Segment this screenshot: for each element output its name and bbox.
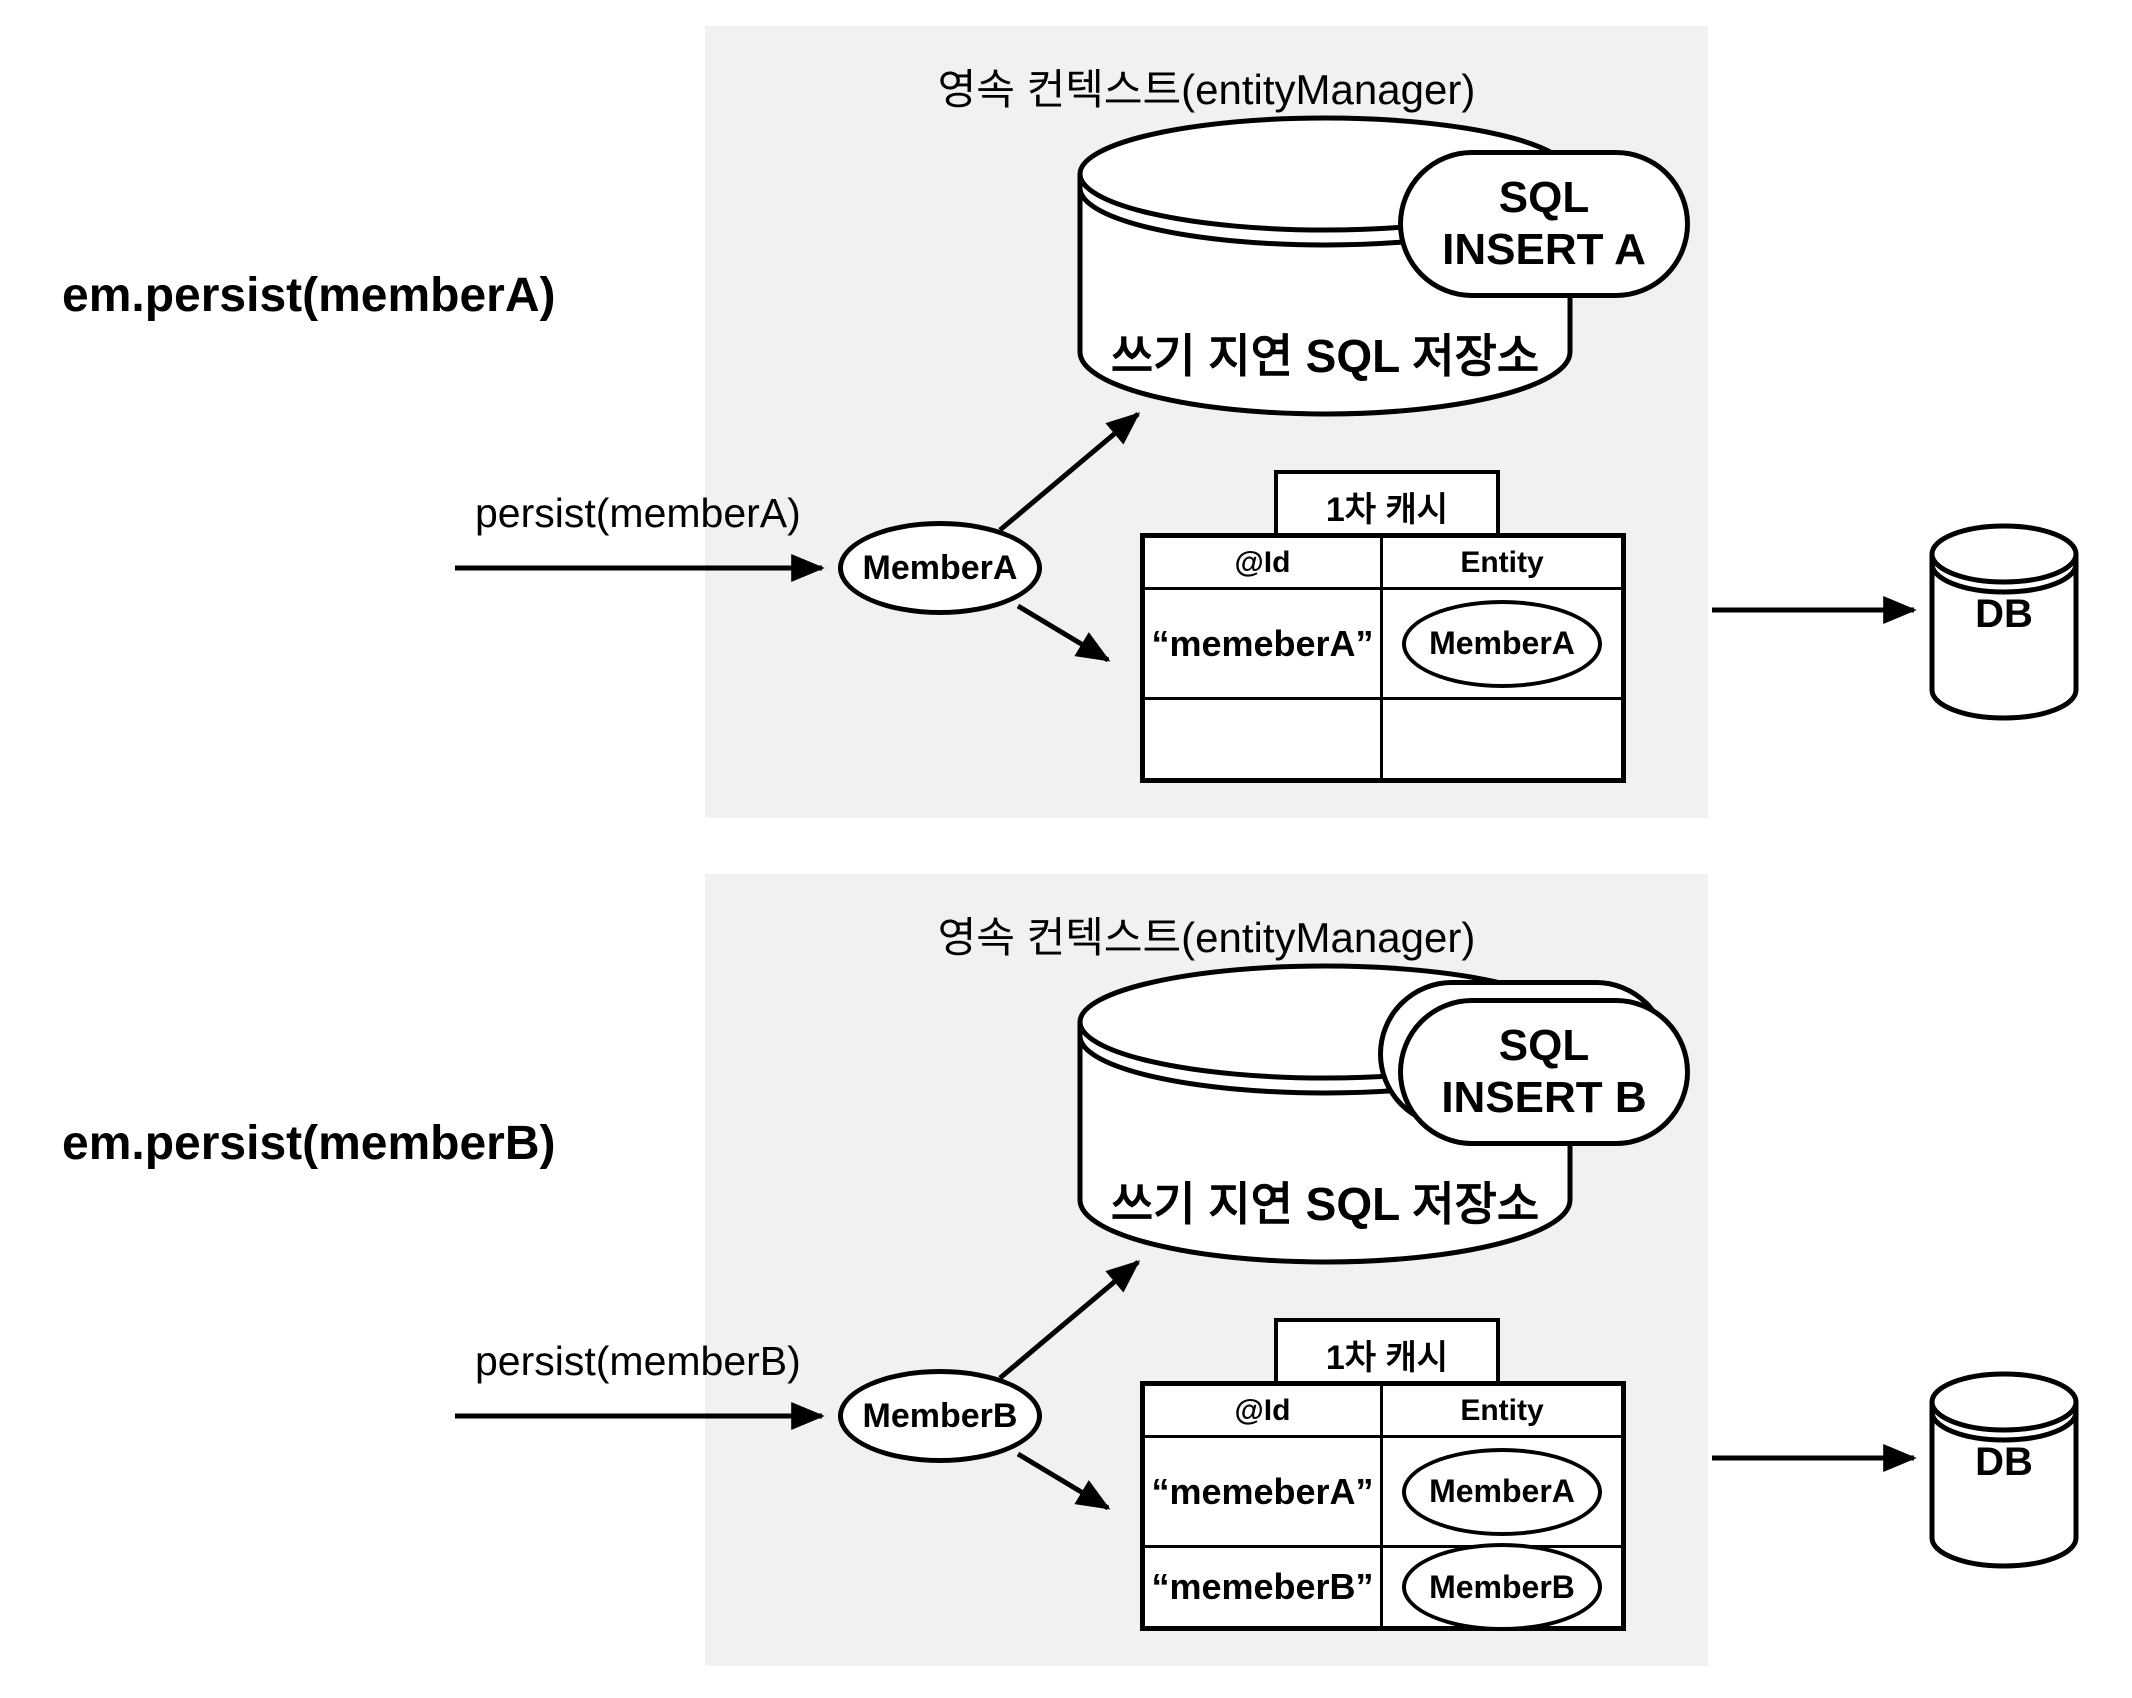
db-cylinder-rim (1929, 1411, 2079, 1443)
first-level-cache-tab: 1차 캐시 (1274, 1318, 1500, 1390)
to-sql-store-arrow (998, 1260, 1141, 1380)
sql-bubble-line2: INSERT A (1442, 225, 1646, 274)
sql-store-label: 쓰기 지연 SQL 저장소 (1110, 330, 1540, 382)
persistence-context-title: 영속 컨텍스트(entityManager) (937, 66, 1476, 113)
entity-ellipse: MemberB (838, 1369, 1042, 1463)
cached-entity-label: MemberA (1429, 1473, 1575, 1509)
db-cylinder-body (1929, 554, 2079, 721)
method-call-label: em.persist(memberA) (62, 269, 556, 322)
to-sql-store-arrow (998, 412, 1141, 532)
db-label: DB (1975, 1440, 2033, 1484)
cache-row2-id (1145, 700, 1383, 778)
persist-arrow-label: persist(memberA) (475, 490, 801, 536)
cached-entity-label: MemberA (1429, 625, 1575, 661)
cache-row2-entity-cell (1383, 700, 1621, 778)
column-header-entity: Entity (1383, 538, 1621, 590)
persist-arrow-label: persist(memberB) (475, 1338, 801, 1384)
cache-row2-id: “memeberB” (1145, 1548, 1383, 1626)
cache-row1-entity-cell: MemberA (1383, 1438, 1621, 1548)
cache-row1-id: “memeberA” (1145, 590, 1383, 700)
method-call-label: em.persist(memberB) (62, 1117, 556, 1170)
sql-insert-bubble: SQL INSERT A (1398, 150, 1690, 298)
sql-bubble-line1: SQL (1498, 173, 1590, 223)
cached-entity-ellipse: MemberA (1402, 1447, 1602, 1536)
entity-ellipse-label: MemberA (862, 548, 1018, 587)
to-first-level-cache-arrow (1016, 603, 1111, 663)
cached-entity-ellipse: MemberB (1402, 1543, 1602, 1631)
first-level-cache-tab: 1차 캐시 (1274, 470, 1500, 542)
column-header-id: @Id (1145, 538, 1383, 590)
db-cylinder-top (1929, 1371, 2079, 1433)
column-header-id: @Id (1145, 1386, 1383, 1438)
persist-member-a-section: 영속 컨텍스트(entityManager) em.persist(member… (62, 26, 2079, 818)
column-header-entity: Entity (1383, 1386, 1621, 1438)
sql-bubble-line1: SQL (1498, 1021, 1590, 1071)
cached-entity-ellipse: MemberA (1402, 599, 1602, 688)
first-level-cache-table: @Id Entity “memeberA” MemberA “memeberB”… (1140, 1381, 1626, 1631)
sql-bubble-line2: INSERT B (1441, 1073, 1647, 1122)
cache-row2-entity-cell: MemberB (1383, 1543, 1621, 1631)
db-cylinder-icon (1929, 523, 2079, 721)
persist-member-b-section: 영속 컨텍스트(entityManager) em.persist(member… (0, 848, 2132, 1698)
to-first-level-cache-arrow (1016, 1451, 1111, 1511)
sql-store-label: 쓰기 지연 SQL 저장소 (1110, 1178, 1540, 1230)
db-cylinder-rim (1929, 563, 2079, 595)
cache-row1-id: “memeberA” (1145, 1438, 1383, 1548)
entity-ellipse: MemberA (838, 521, 1042, 615)
first-level-cache-table: @Id Entity “memeberA” MemberA (1140, 533, 1626, 783)
entity-ellipse-label: MemberB (862, 1396, 1018, 1435)
db-cylinder-icon (1929, 1371, 2079, 1569)
arrows-layer (455, 1260, 1917, 1511)
db-cylinder-body (1929, 1402, 2079, 1569)
db-cylinder-top (1929, 523, 2079, 585)
db-label: DB (1975, 592, 2033, 636)
cache-row1-entity-cell: MemberA (1383, 590, 1621, 700)
persistence-context-title: 영속 컨텍스트(entityManager) (937, 914, 1476, 961)
cached-entity-label: MemberB (1429, 1568, 1575, 1605)
sql-insert-bubble: SQL INSERT B (1398, 998, 1690, 1146)
arrows-layer (455, 412, 1917, 663)
